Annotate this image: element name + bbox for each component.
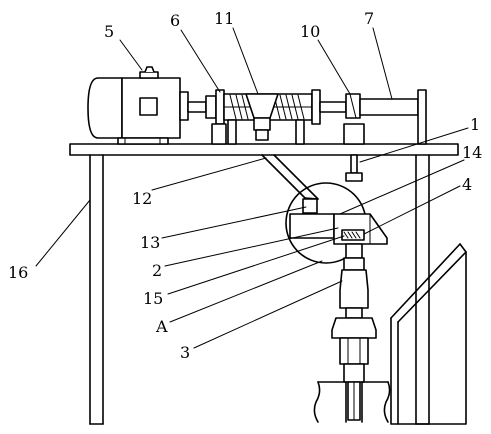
coupling [205,89,227,145]
label-10: 10 [300,22,320,41]
leader-lines [35,27,469,349]
label-15: 15 [143,289,163,308]
label-11: 11 [214,9,234,28]
label-2: 2 [152,261,162,280]
label-16: 16 [8,263,28,282]
label-a: A [155,317,168,336]
motor [87,66,207,145]
forming-assembly [289,198,388,245]
label-3: 3 [180,343,190,362]
label-7: 7 [364,9,374,28]
label-12: 12 [132,189,152,208]
lower-base [313,381,391,423]
label-14: 14 [462,143,482,162]
cylinder-assembly [319,89,427,145]
nozzle [345,154,363,182]
label-5: 5 [104,22,114,41]
discharge-chute [261,154,319,200]
side-ramp [390,243,467,425]
label-1: 1 [470,115,480,134]
label-6: 6 [170,11,180,30]
label-4: 4 [462,175,472,194]
label-13: 13 [140,233,160,252]
press-rod [331,243,377,421]
reference-labels: 5 6 11 10 7 1 14 12 4 13 2 15 A 3 16 [8,9,482,362]
screw-spiral [229,94,305,120]
hopper [245,93,279,141]
